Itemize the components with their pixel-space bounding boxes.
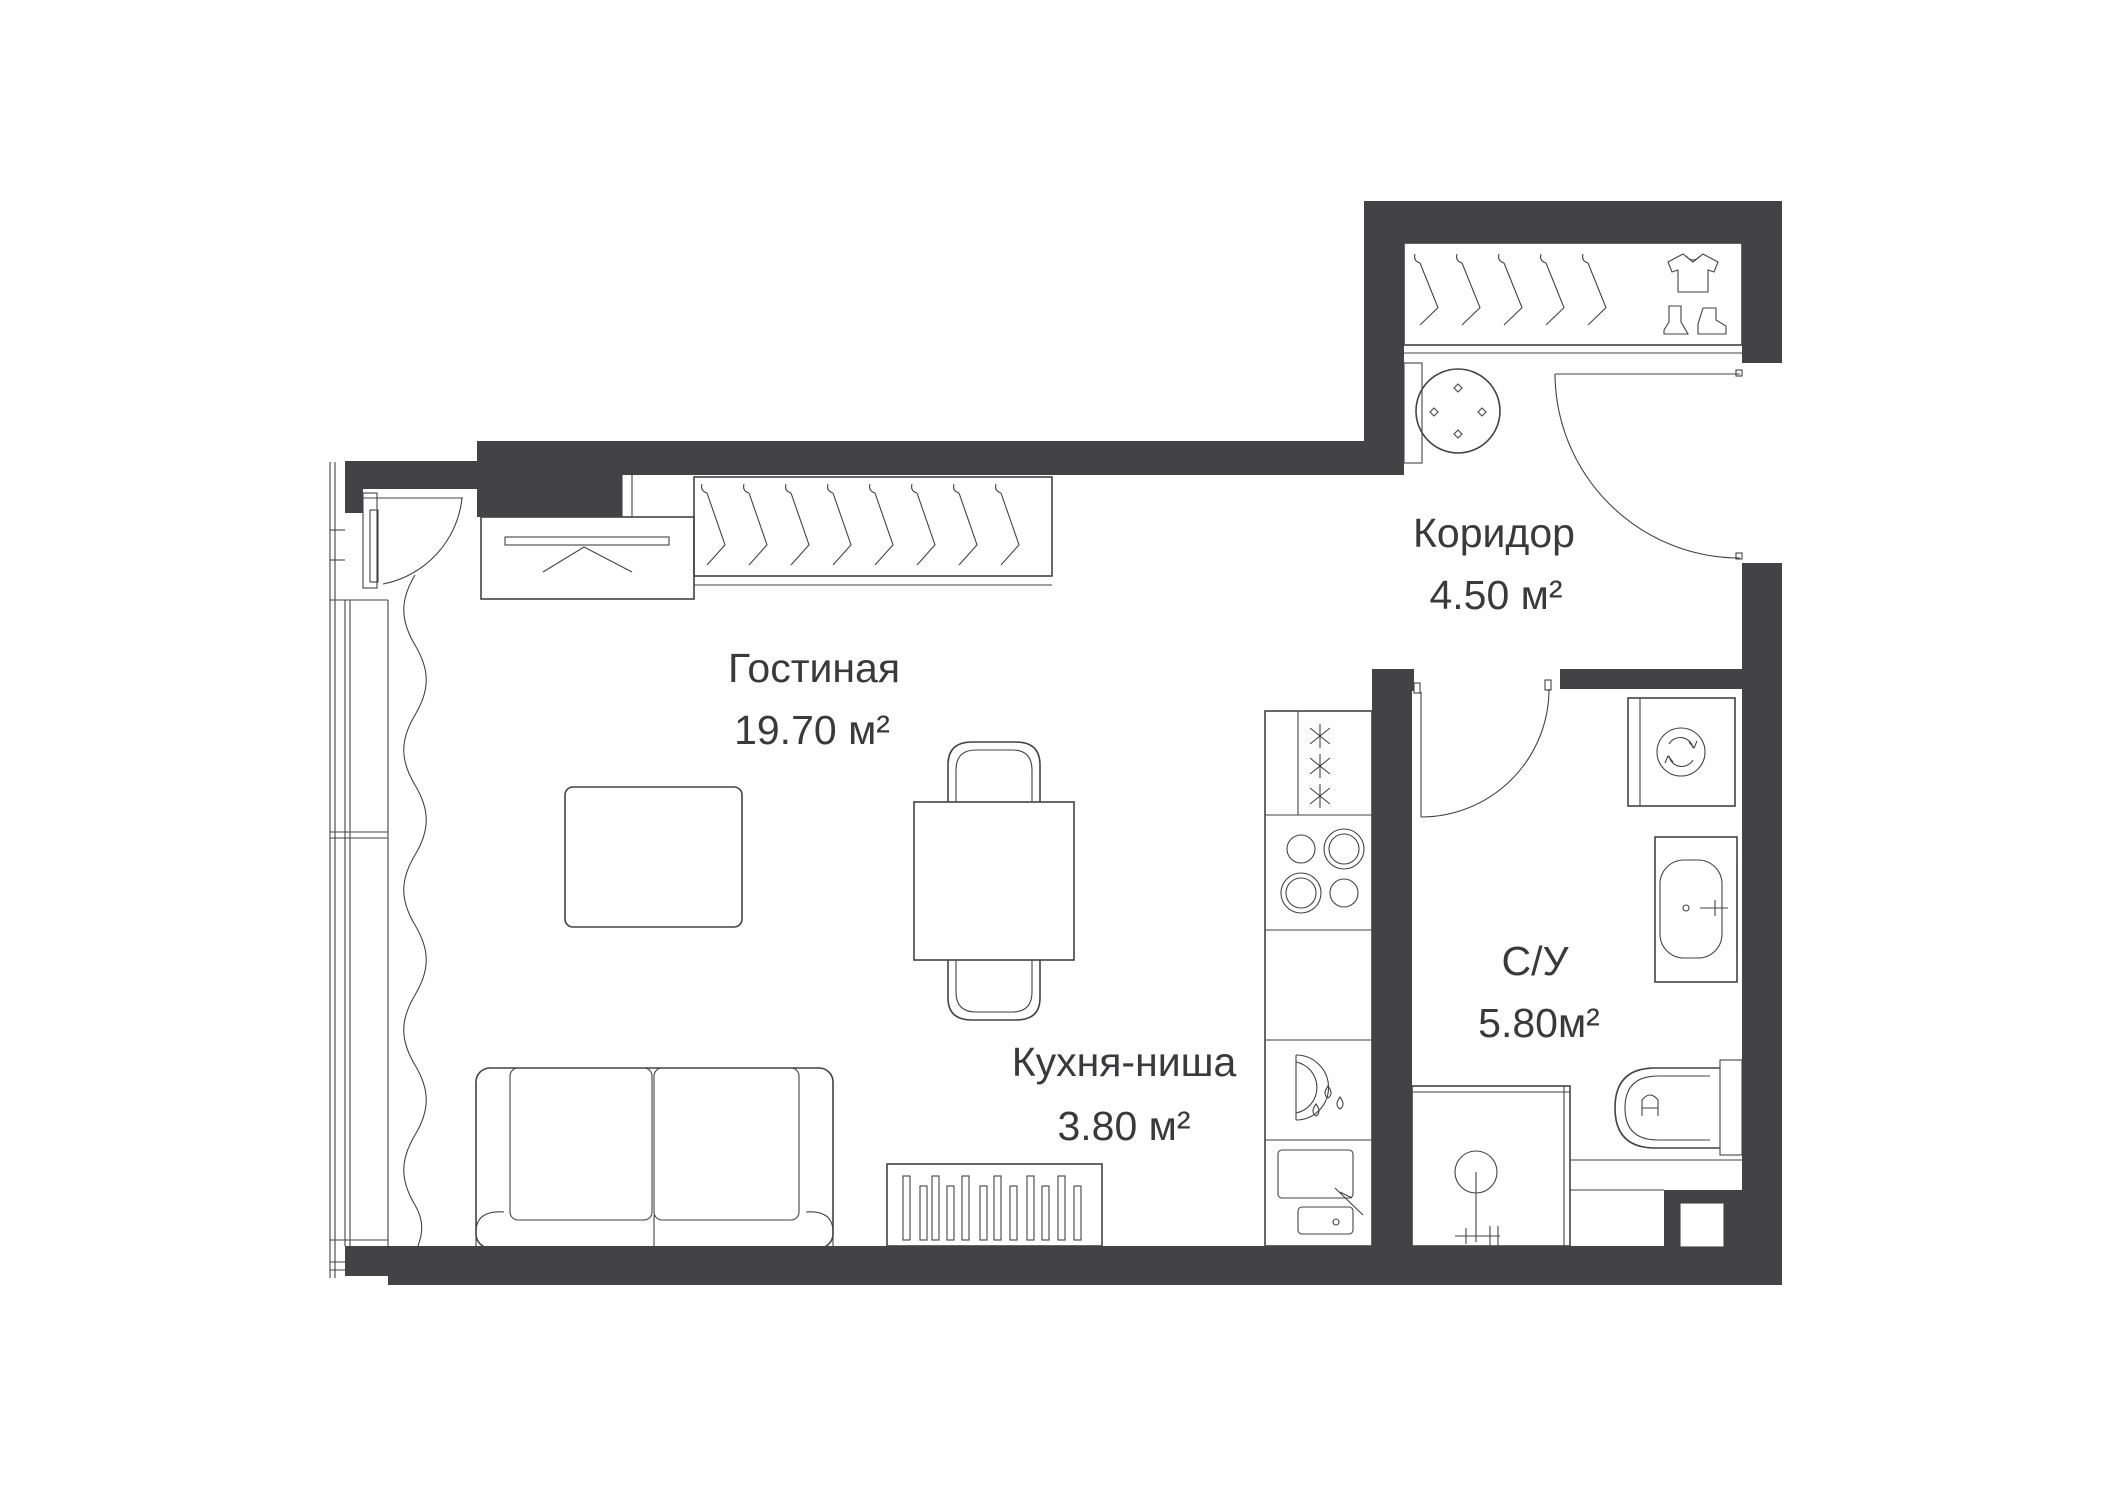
wall-window-jamb-bottom: [345, 1246, 388, 1276]
bathroom-door: [1413, 679, 1552, 818]
room-area-living: 19.70 м²: [734, 707, 890, 753]
fridge-icon: [1309, 724, 1331, 808]
wall-bathroom-left: [1372, 669, 1412, 1285]
bookshelf: [886, 1163, 1103, 1247]
curtain: [403, 574, 427, 1247]
book-icon: [979, 1185, 988, 1241]
book-icon: [1073, 1185, 1082, 1241]
book-icon: [919, 1185, 928, 1241]
wall-top-left-pier: [477, 441, 622, 517]
hanger-icon: [785, 483, 810, 566]
book-icon: [931, 1175, 940, 1241]
window: [329, 462, 463, 1278]
room-area-corridor: 4.50 м²: [1429, 572, 1562, 618]
hanger-icon: [995, 483, 1020, 566]
wall-corridor-right-upper: [1742, 201, 1782, 363]
shaft-inner: [1680, 1203, 1724, 1247]
coffee-table: [564, 786, 743, 928]
label-bathroom: С/У 5.80м²: [1478, 938, 1600, 1046]
wall-window-jamb-top: [345, 461, 363, 513]
hanger-icon: [827, 483, 852, 566]
book-icon: [946, 1185, 955, 1241]
hanger-icon: [1498, 253, 1523, 326]
dining-table: [913, 741, 1075, 1021]
book-icon: [1057, 1175, 1066, 1241]
hanger-icon: [953, 483, 978, 566]
wardrobe-living: [693, 476, 1053, 586]
book-icon: [1041, 1185, 1050, 1241]
room-area-bathroom: 5.80м²: [1478, 1000, 1600, 1046]
cooktop-icon: [1265, 828, 1372, 931]
hanger-icon: [1582, 253, 1607, 326]
wall-window-top: [345, 461, 477, 489]
wardrobe-corridor: [1403, 242, 1743, 354]
shower-icon: [1411, 1085, 1742, 1247]
dishwasher-icon: [1265, 1054, 1372, 1141]
hanger-icon: [1540, 253, 1565, 326]
hanger-icon: [869, 483, 894, 566]
washing-machine-icon: [1627, 697, 1736, 807]
room-name-kitchen: Кухня-ниша: [1012, 1039, 1237, 1085]
shaft-inner-outline: [1679, 1202, 1725, 1248]
wall-bottom: [388, 1246, 1782, 1285]
sofa: [475, 1067, 834, 1249]
ottoman: [1403, 362, 1501, 464]
room-name-corridor: Коридор: [1413, 510, 1575, 556]
book-icon: [993, 1175, 1002, 1241]
walls: [345, 201, 1782, 1285]
hanger-icon: [911, 483, 936, 566]
wall-corridor-left: [1364, 201, 1404, 473]
wall-corridor-top: [1364, 201, 1782, 243]
wall-bathroom-top: [1560, 669, 1762, 689]
room-name-bathroom: С/У: [1501, 938, 1569, 984]
book-icon: [902, 1175, 911, 1241]
bathroom-sink-icon: [1654, 836, 1738, 983]
room-name-living: Гостиная: [728, 645, 900, 691]
label-living: Гостиная 19.70 м²: [728, 645, 900, 753]
book-icon: [961, 1175, 970, 1241]
hanger-icon: [743, 483, 768, 566]
label-kitchen: Кухня-ниша 3.80 м²: [1012, 1039, 1237, 1149]
shirt-icon: [1667, 253, 1719, 293]
hanger-icon: [701, 483, 726, 566]
label-corridor: Коридор 4.50 м²: [1413, 510, 1575, 618]
book-icon: [1009, 1185, 1018, 1241]
kitchen-sink-icon: [1277, 1149, 1364, 1235]
hanger-icon: [1456, 253, 1481, 326]
entrance-door: [1554, 369, 1743, 560]
kitchen-counter: [1264, 710, 1373, 1247]
book-icon: [1026, 1175, 1035, 1241]
wall-bathroom-left-cap: [1372, 669, 1414, 691]
hanger-icon: [1414, 253, 1439, 326]
toilet-icon: [1614, 1059, 1743, 1156]
room-area-kitchen: 3.80 м²: [1057, 1103, 1190, 1149]
boots-icon: [1663, 305, 1727, 335]
